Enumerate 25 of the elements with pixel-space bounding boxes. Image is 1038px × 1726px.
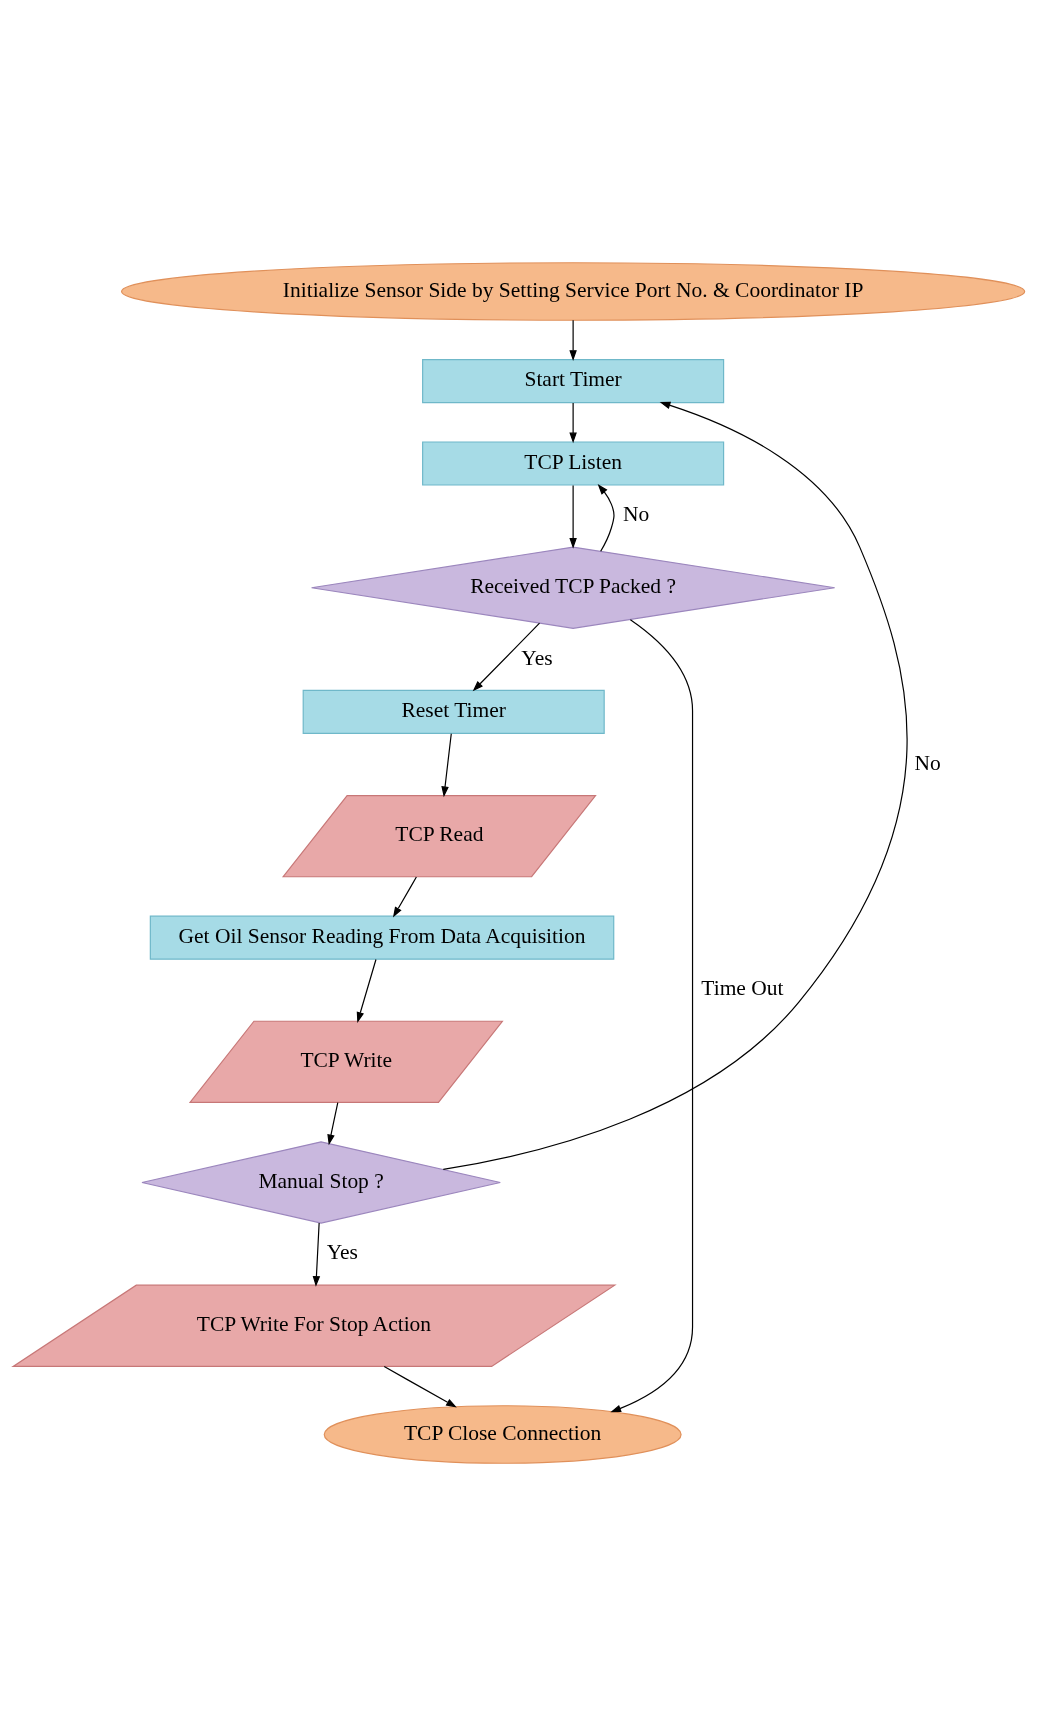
arrow (610, 619, 694, 1413)
edge-label: Yes (521, 645, 553, 670)
arrow (392, 876, 417, 918)
node-box: Reset Timer (302, 689, 605, 735)
arrow (441, 733, 452, 798)
node-diamond: Manual Stop ? (141, 1141, 501, 1224)
arrow (356, 958, 377, 1023)
arrow (327, 1102, 339, 1146)
arrow (597, 484, 615, 552)
arrow (442, 401, 908, 1171)
node-box: TCP Listen (422, 441, 725, 486)
edge-label: No (622, 502, 650, 527)
arrow (472, 622, 541, 692)
arrow (569, 484, 577, 549)
edge-label: No (914, 750, 941, 775)
arrow (569, 402, 577, 444)
arrow (569, 319, 577, 361)
arrow (383, 1365, 457, 1408)
node-ellipse: Initialize Sensor Side by Setting Service Port No. & Coordinator IP (120, 262, 1026, 321)
edge-label: Time Out (701, 976, 784, 1001)
edge-label: Yes (326, 1240, 358, 1265)
node-box: Get Oil Sensor Reading From Data Acquisition (149, 915, 615, 960)
node-box: Start Timer (422, 359, 725, 404)
arrow (312, 1222, 321, 1287)
node-diamond: Received TCP Packed ? (310, 546, 836, 629)
